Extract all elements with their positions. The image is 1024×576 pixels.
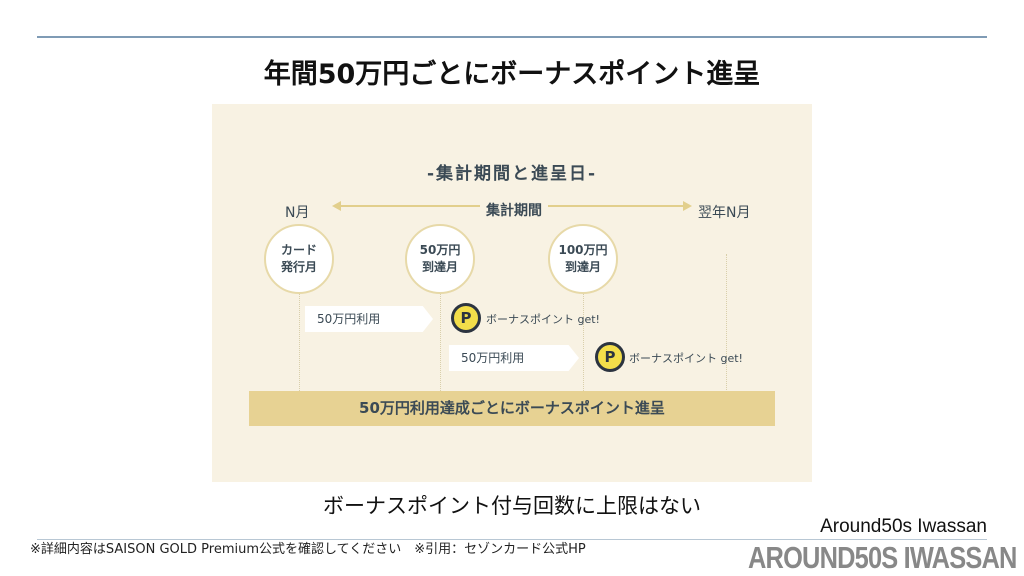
milestone-1m: 100万円 到達月 — [548, 224, 618, 294]
point-coin-icon: P — [451, 303, 481, 333]
slide-title: 年間50万円ごとにボーナスポイント進呈 — [263, 59, 761, 90]
point-coin-icon: P — [595, 342, 625, 372]
slide-subtitle: ボーナスポイント付与回数に上限はない — [323, 494, 701, 518]
timeline-guide — [299, 293, 300, 393]
milestone-500k: 50万円 到達月 — [405, 224, 475, 294]
diagram-panel: -集計期間と進呈日- N月 集計期間 翌年N月 カード 発行月 50万円 到達月… — [212, 104, 812, 482]
bottom-divider — [37, 539, 987, 540]
end-month-label: 翌年N月 — [698, 205, 751, 221]
milestone-card-issue: カード 発行月 — [264, 224, 334, 294]
top-divider — [37, 36, 987, 38]
brand-name: Around50s Iwassan — [820, 516, 987, 537]
bonus-text: ボーナスポイント get! — [486, 313, 600, 326]
timeline-guide — [726, 254, 727, 394]
diagram-heading: -集計期間と進呈日- — [426, 164, 598, 184]
period-label: 集計期間 — [480, 200, 548, 220]
footer-note: ※詳細内容はSAISON GOLD Premium公式を確認してください ※引用… — [30, 542, 586, 557]
usage-tag: 50万円利用 — [449, 345, 579, 371]
summary-bar: 50万円利用達成ごとにボーナスポイント進呈 — [249, 391, 775, 426]
usage-tag: 50万円利用 — [305, 306, 433, 332]
watermark: AROUND50S IWASSAN — [748, 540, 1017, 575]
timeline-guide — [583, 293, 584, 393]
timeline-guide — [440, 293, 441, 393]
start-month-label: N月 — [285, 205, 310, 221]
bonus-text: ボーナスポイント get! — [629, 352, 743, 365]
